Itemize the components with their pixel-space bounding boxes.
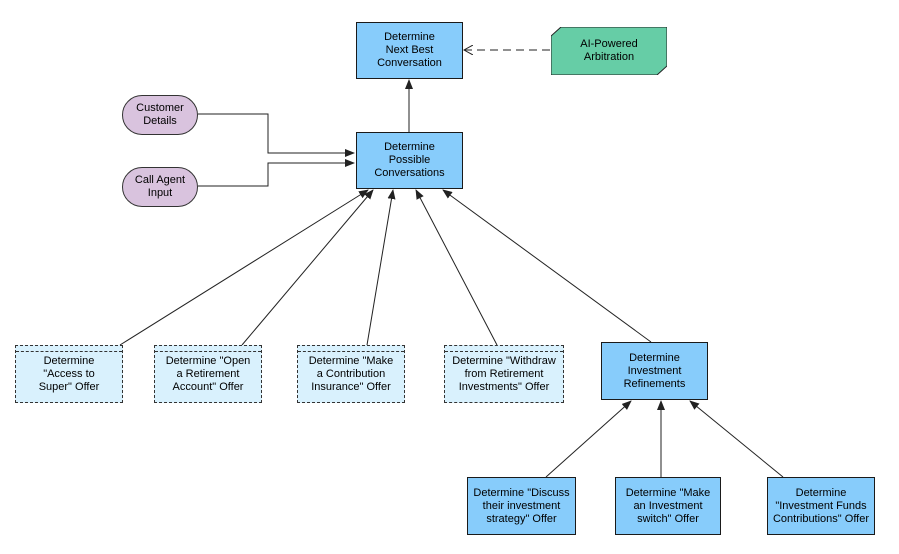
offer-contribution-insurance-label: Determine "Make a Contribution Insurance… xyxy=(308,354,394,393)
decision-next-best-conversation[interactable]: Determine Next Best Conversation xyxy=(356,22,463,79)
decision-investment-refinements-label: Determine Investment Refinements xyxy=(623,351,686,390)
edge-strategy-to-refinements xyxy=(545,400,632,478)
edge-customer-to-possible xyxy=(198,113,355,157)
decision-possible-conversations[interactable]: Determine Possible Conversations xyxy=(356,132,463,189)
decision-investment-refinements[interactable]: Determine Investment Refinements xyxy=(601,342,708,400)
decision-possible-conversations-label: Determine Possible Conversations xyxy=(374,141,445,179)
offer-open-retirement-account[interactable]: Determine "Open a Retirement Account" Of… xyxy=(154,345,262,403)
offer-withdraw-retirement[interactable]: Determine "Withdraw from Retirement Inve… xyxy=(444,345,564,403)
input-call-agent[interactable]: Call Agent Input xyxy=(122,167,198,207)
offer-contribution-insurance[interactable]: Determine "Make a Contribution Insurance… xyxy=(297,345,405,403)
input-customer-details[interactable]: Customer Details xyxy=(122,95,198,135)
edge-withdraw-to-possible xyxy=(415,189,498,346)
offer-access-to-super-label: Determine "Access to Super" Offer xyxy=(38,354,100,393)
knowledge-ai-powered-arbitration[interactable]: AI-Powered Arbitration xyxy=(551,27,667,75)
offer-investment-switch[interactable]: Determine "Make an Investment switch" Of… xyxy=(615,477,721,535)
edge-super-to-possible xyxy=(119,189,369,346)
edge-callagent-to-possible xyxy=(198,159,355,187)
edge-insurance-to-possible xyxy=(366,189,396,346)
input-customer-details-label: Customer Details xyxy=(136,102,184,127)
offer-access-to-super[interactable]: Determine "Access to Super" Offer xyxy=(15,345,123,403)
input-call-agent-label: Call Agent Input xyxy=(134,174,186,199)
offer-discuss-investment-strategy-label: Determine "Discuss their investment stra… xyxy=(473,486,570,525)
edge-retirement-to-possible xyxy=(241,189,374,346)
offer-open-retirement-account-label: Determine "Open a Retirement Account" Of… xyxy=(165,354,251,393)
offer-withdraw-retirement-label: Determine "Withdraw from Retirement Inve… xyxy=(452,354,556,393)
offer-discuss-investment-strategy[interactable]: Determine "Discuss their investment stra… xyxy=(467,477,576,535)
edge-refinements-to-possible xyxy=(442,189,652,343)
edge-contributions-to-refinements xyxy=(689,400,784,478)
offer-investment-switch-label: Determine "Make an Investment switch" Of… xyxy=(625,486,711,525)
offer-investment-fund-contributions-label: Determine "Investment Funds Contribution… xyxy=(772,486,870,525)
knowledge-ai-powered-arbitration-label: AI-Powered Arbitration xyxy=(580,38,638,63)
decision-next-best-conversation-label: Determine Next Best Conversation xyxy=(377,31,442,69)
offer-investment-fund-contributions[interactable]: Determine "Investment Funds Contribution… xyxy=(767,477,875,535)
knowledge-source-shape xyxy=(551,27,667,75)
